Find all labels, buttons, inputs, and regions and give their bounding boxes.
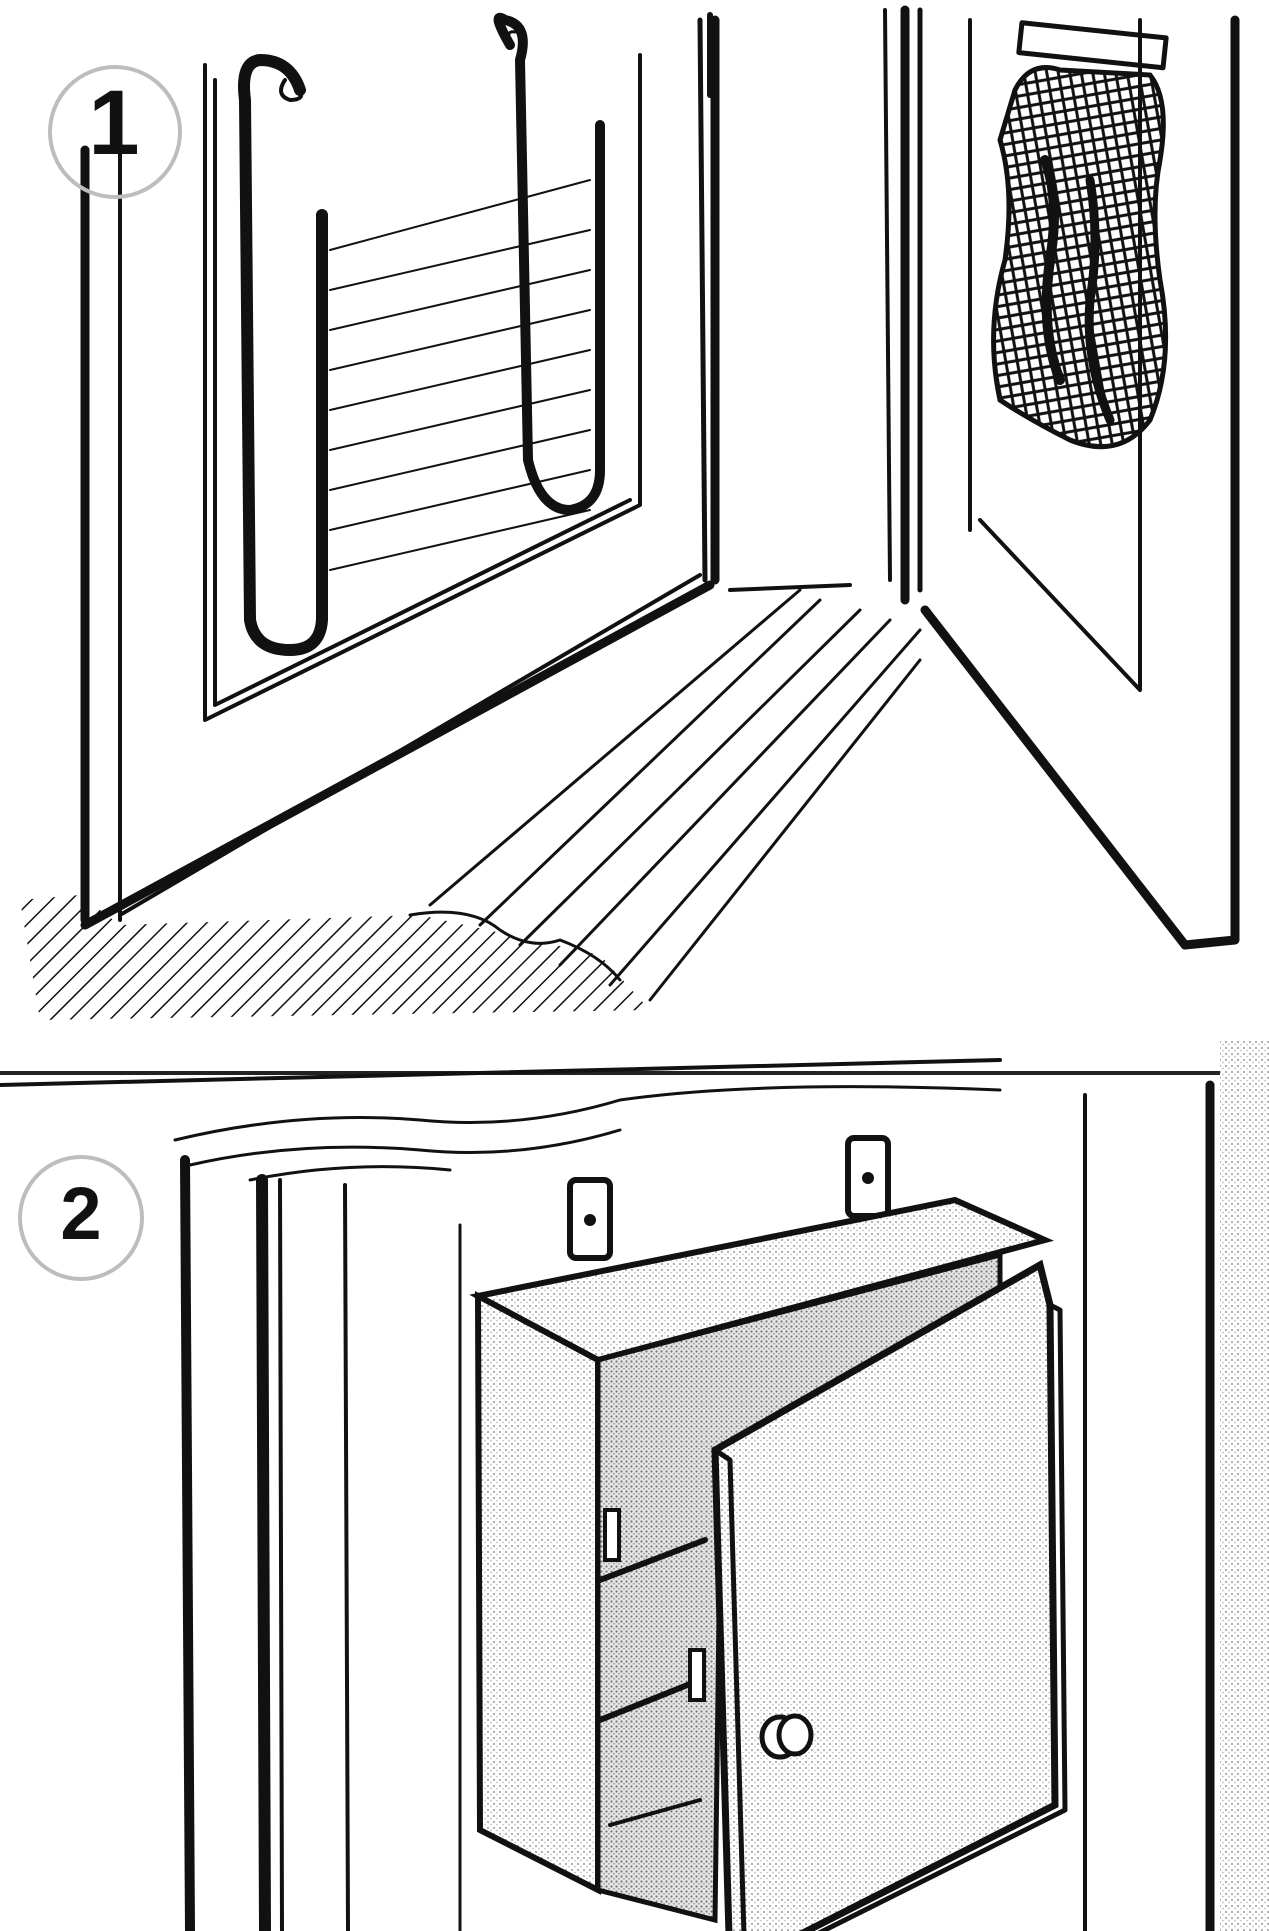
floor-hatch — [20, 895, 650, 1020]
panel-2-number: 2 — [60, 1172, 102, 1255]
panel-2-number-circle — [18, 1155, 144, 1281]
panel-1-number: 1 — [88, 72, 140, 174]
cabinet-side — [474, 1290, 601, 1895]
panel-divider — [0, 1071, 1269, 1075]
corridor-drawing — [20, 5, 1240, 1020]
net-bag-bar — [1016, 20, 1169, 71]
panel-1-illustration: 1 — [20, 5, 1240, 1020]
cabinet-drawing — [0, 1040, 1269, 1931]
net-bag — [991, 65, 1169, 450]
door-knob — [759, 1713, 814, 1760]
panel-2-illustration: 2 — [0, 1040, 1269, 1931]
panel-1-number-circle — [48, 65, 182, 199]
wall-texture — [1220, 1040, 1269, 1931]
cabinet-door — [711, 1259, 1059, 1931]
